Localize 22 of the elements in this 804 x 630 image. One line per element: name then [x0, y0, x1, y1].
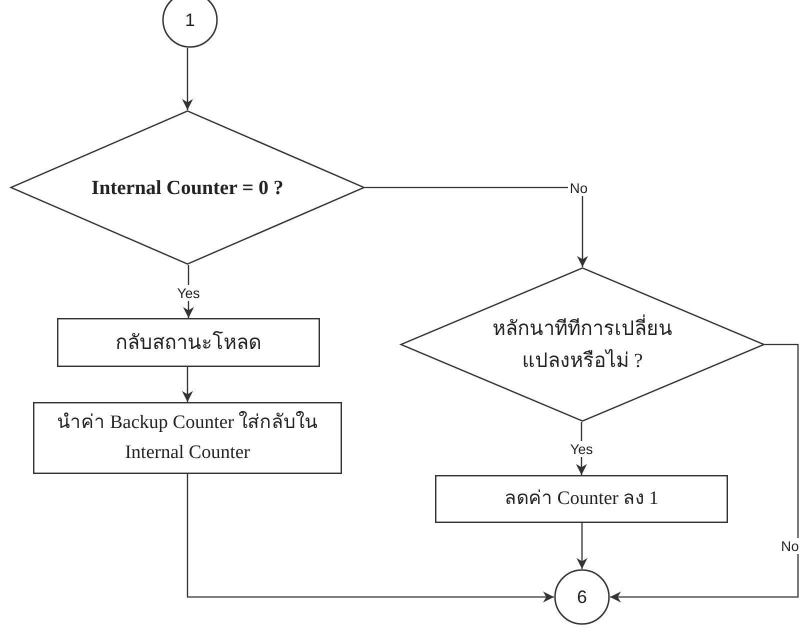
- edge-label: Yes: [568, 441, 595, 457]
- node-text: 1: [184, 8, 195, 32]
- node-text: กลับสถานะโหลด: [116, 330, 262, 356]
- decision-diamond: [10, 110, 365, 265]
- process-box: [57, 318, 320, 367]
- node-text: Internal Counter = 0 ?: [91, 176, 284, 200]
- decision-diamond: [400, 267, 765, 422]
- arrow: [365, 186, 588, 267]
- process-box: [435, 475, 728, 523]
- node-text: ลดค่า Counter ลง 1: [504, 486, 658, 511]
- connector-circle: [554, 569, 610, 625]
- edge-label: Yes: [175, 285, 202, 301]
- process-box: [33, 402, 342, 474]
- arrow: [186, 474, 554, 602]
- arrow: [610, 344, 799, 602]
- node-text: 6: [576, 586, 587, 609]
- edge-label: No: [779, 538, 801, 554]
- arrow: [576, 523, 588, 569]
- node-text: นำค่า Backup Counter ใส่กลับใน Internal Counter: [56, 410, 319, 465]
- arrow: [182, 367, 193, 402]
- node-text: หลักนาทีทีการเปลี่ยน แปลงหรือไม่ ?: [488, 312, 678, 376]
- arrow: [182, 48, 193, 110]
